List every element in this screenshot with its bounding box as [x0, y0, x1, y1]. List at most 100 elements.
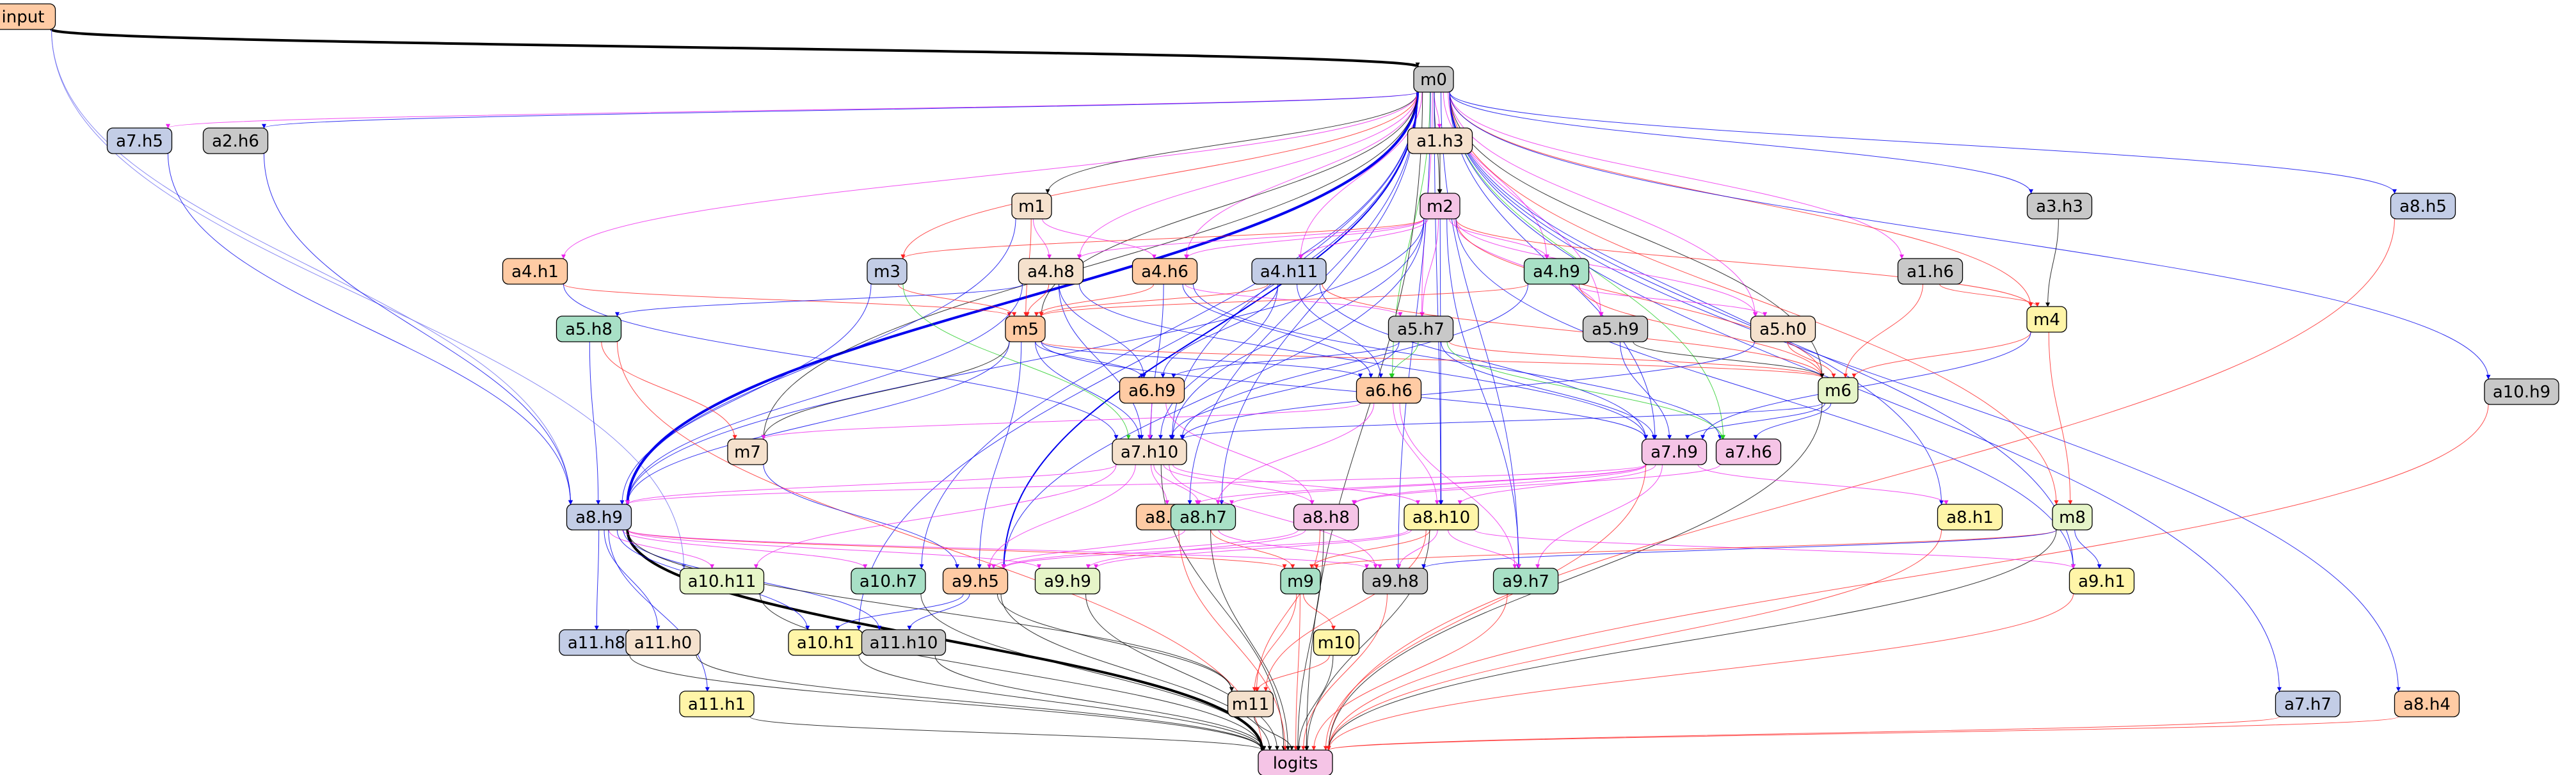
node-label: a9.h8 — [1372, 572, 1419, 591]
edge-a7-h10-to-a8-h8 — [1163, 464, 1315, 505]
node-label: m11 — [1232, 695, 1269, 714]
edge-a5-h7-to-a6-h9 — [1171, 341, 1400, 378]
edge-m0-to-a8-h9 — [625, 92, 1419, 505]
edge-m0-to-m3 — [900, 92, 1418, 259]
node-label: m9 — [1287, 572, 1314, 591]
node-label: a8.h10 — [1412, 508, 1470, 527]
node-label: a11.h0 — [634, 634, 692, 653]
edge-m3-to-a7-h10 — [902, 284, 1131, 440]
node-label: a10.h11 — [688, 572, 756, 591]
node-box — [851, 568, 926, 595]
edge-a11-h0-to-logits — [696, 655, 1265, 751]
edge-m6-to-a7-h10 — [1180, 403, 1823, 440]
edge-m0-to-a8-h5 — [1449, 92, 2397, 194]
node-a11-h0: a11.h0 — [625, 629, 701, 656]
node-a6-h9: a6.h9 — [1119, 377, 1185, 404]
edge-a7-h9-to-a8-h9 — [625, 464, 1646, 505]
node-box — [625, 629, 701, 656]
edge-a7-h9-to-logits — [1323, 464, 1646, 751]
node-label: a2.h6 — [212, 132, 259, 151]
node-m1: m1 — [1011, 193, 1052, 220]
node-box — [679, 568, 765, 595]
edge-a7-h10-to-a9-h5 — [987, 464, 1136, 569]
edge-a4-h11-to-a7-h9 — [1319, 284, 1648, 440]
node-label: a4.h11 — [1260, 262, 1318, 282]
edge-a8-h4-to-logits — [1326, 716, 2399, 751]
node-label: logits — [1273, 754, 1318, 773]
edge-m0-to-a4-h1 — [561, 92, 1418, 259]
edge-m4-to-m6 — [1852, 332, 2031, 378]
edge-m10-to-m11 — [1255, 655, 1330, 692]
node-box — [556, 316, 622, 342]
edge-a6-h6-to-a8-h7 — [1215, 403, 1375, 505]
node-a5-h7: a5.h7 — [1388, 316, 1454, 342]
node-label: a5.h9 — [1592, 320, 1639, 339]
edge-a8-h9-to-a10-h11 — [608, 529, 715, 569]
edge-m5-to-a8-h9 — [625, 341, 1010, 505]
edge-input-to-m0 — [50, 28, 1420, 68]
node-a7-h9: a7.h9 — [1641, 438, 1708, 465]
edge-m5-to-a7-h10 — [1035, 341, 1142, 440]
node-logits: logits — [1258, 749, 1333, 775]
edge-a9-h7-to-logits — [1311, 593, 1508, 751]
edge-m0-to-a8-h4 — [1449, 92, 2401, 692]
edge-a4-h11-to-a7-h10 — [1158, 284, 1279, 440]
node-a4-h9: a4.h9 — [1523, 258, 1590, 285]
edge-m2-to-a7-h10 — [1170, 218, 1425, 440]
node-a1-h3: a1.h3 — [1407, 127, 1473, 154]
node-a11-h1: a11.h1 — [679, 691, 755, 717]
edge-m2-to-a8-h10 — [1439, 218, 1444, 505]
node-label: a8.h7 — [1180, 508, 1227, 527]
edge-m0-to-a9-h5 — [1002, 92, 1418, 569]
edge-m5-to-a7-h9 — [1041, 341, 1648, 440]
node-a7-h10: a7.h10 — [1112, 438, 1187, 465]
edge-a8-h8-to-a9-h5 — [1001, 529, 1299, 569]
edge-a7-h5-to-a8-h9 — [168, 153, 573, 505]
node-label: a4.h9 — [1533, 262, 1580, 282]
node-m9: m9 — [1280, 568, 1321, 595]
node-a9-h7: a9.h7 — [1492, 568, 1559, 595]
edge-a4-h9-to-m5 — [1039, 284, 1528, 317]
node-box — [1119, 377, 1185, 404]
edge-a6-h9-to-a8-h8 — [1165, 403, 1315, 505]
node-a8-h5: a8.h5 — [2390, 193, 2456, 220]
edge-a4-h9-to-a7-h10 — [1180, 284, 1528, 440]
node-a8-h10: a8.h10 — [1404, 504, 1479, 531]
edge-m11-to-logits — [1254, 716, 1294, 751]
edge-a7-h10-to-a8-h2 — [1150, 464, 1170, 505]
node-input: input — [0, 3, 56, 30]
edge-a9-h1-to-logits — [1326, 593, 2074, 751]
node-label: a8.h1 — [1946, 508, 1994, 527]
node-box — [1404, 504, 1479, 531]
node-a5-h8: a5.h8 — [556, 316, 622, 342]
edge-a8-h9-to-a11-h1 — [608, 529, 710, 692]
node-label: a7.h7 — [2284, 695, 2332, 714]
edge-m5-to-a6-h6 — [1041, 341, 1363, 378]
edge-a3-h3-to-m4 — [2045, 218, 2059, 307]
edge-a7-h9-to-a8-h10 — [1457, 464, 1656, 505]
node-a5-h0: a5.h0 — [1750, 316, 1816, 342]
node-box — [566, 504, 632, 531]
edge-m0-to-m7 — [761, 92, 1418, 440]
node-m0: m0 — [1413, 66, 1454, 93]
edge-a5-h9-to-m6 — [1633, 341, 1825, 378]
edge-m0-to-a7-h7 — [1449, 92, 2282, 692]
edge-a5-h9-to-a7-h9 — [1619, 341, 1672, 440]
node-box — [1034, 568, 1101, 595]
edge-a7-h10-to-a9-h8 — [1169, 464, 1378, 569]
edge-a7-h10-to-a8-h10 — [1172, 464, 1420, 505]
edge-a6-h6-to-a8-h10 — [1393, 403, 1439, 505]
node-a10-h7: a10.h7 — [851, 568, 926, 595]
node-m11: m11 — [1227, 691, 1274, 717]
node-box — [1170, 504, 1236, 531]
edge-a5-h8-to-a8-h9 — [589, 341, 601, 505]
node-box — [2394, 691, 2460, 717]
node-label: a11.h10 — [870, 634, 938, 653]
edge-a8-h9-to-a10-h7 — [621, 529, 868, 569]
edge-m0-to-a3-h3 — [1449, 92, 2033, 194]
node-label: a8.h4 — [2403, 695, 2451, 714]
node-label: a5.h7 — [1397, 320, 1444, 339]
edge-a8-h7-to-a9-h5 — [991, 529, 1185, 569]
node-box — [1641, 438, 1708, 465]
node-label: a9.h7 — [1502, 572, 1549, 591]
